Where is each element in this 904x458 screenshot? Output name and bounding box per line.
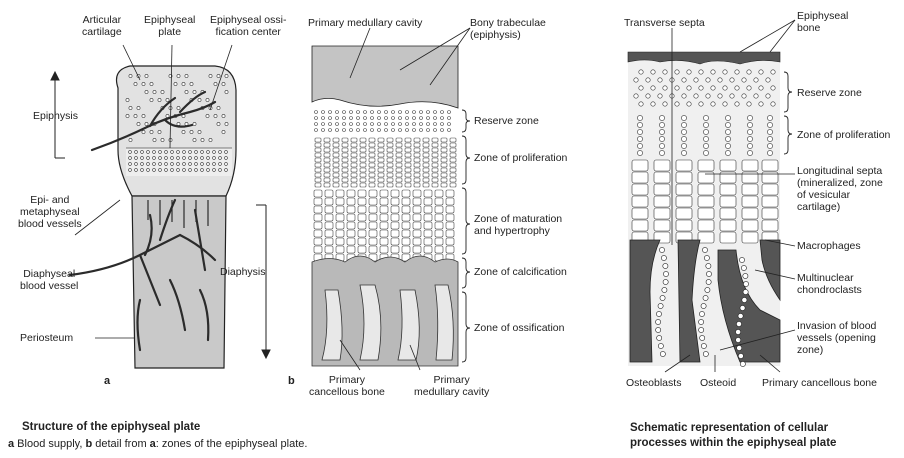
caption-sub-left: a Blood supply, b detail from a: zones o… <box>8 438 307 450</box>
label-zone-proliferation-right: Zone of proliferation <box>797 129 890 141</box>
panel-letter-a: a <box>104 375 110 387</box>
label-ossification-center: Epiphyseal ossi-fication center <box>210 14 286 38</box>
label-periosteum: Periosteum <box>20 332 73 344</box>
label-primary-cancellous-bone-right: Primary cancellous bone <box>762 377 877 389</box>
label-transverse-septa: Transverse septa <box>624 17 705 29</box>
label-osteoblasts: Osteoblasts <box>626 377 681 389</box>
diaphysis-shaft <box>132 196 226 368</box>
label-reserve-zone-right: Reserve zone <box>797 87 862 99</box>
label-zone-proliferation-mid: Zone of proliferation <box>474 152 567 164</box>
label-zone-calcification: Zone of calcification <box>474 266 567 278</box>
bone-illustration <box>70 66 236 368</box>
diaphysis-arrow <box>256 205 270 358</box>
label-osteoid: Osteoid <box>700 377 736 389</box>
label-epiphysis: Epiphysis <box>33 110 78 122</box>
label-zone-ossification: Zone of ossification <box>474 322 564 334</box>
label-reserve-zone-mid: Reserve zone <box>474 115 539 127</box>
zones-detail-illustration <box>312 46 458 366</box>
label-macrophages: Macrophages <box>797 240 861 252</box>
caption-title-left: Structure of the epiphyseal plate <box>22 421 200 433</box>
label-primary-medullary-cavity-top: Primary medullary cavity <box>308 17 422 29</box>
schematic-illustration <box>628 52 780 367</box>
label-diaphysis: Diaphysis <box>220 266 266 278</box>
panel-letter-b: b <box>288 375 295 387</box>
label-bony-trabeculae: Bony trabeculae(epiphysis) <box>470 17 546 41</box>
zone-braces <box>462 110 470 362</box>
right-braces <box>784 72 792 154</box>
